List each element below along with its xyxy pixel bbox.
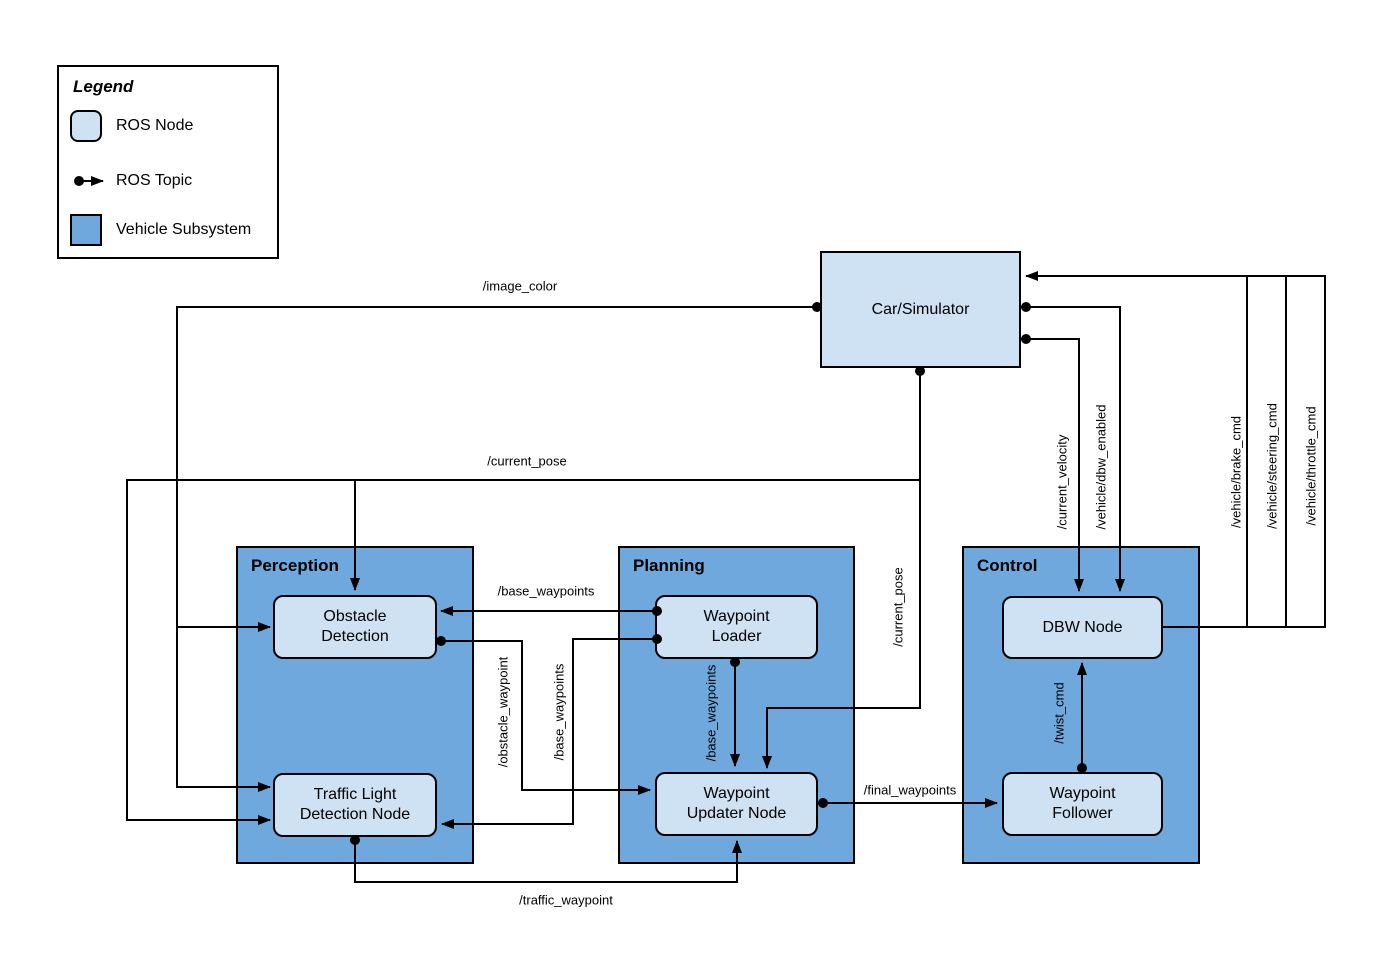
planning-header: Planning — [633, 556, 705, 575]
topic-label-current-velocity: /current_velocity — [1054, 434, 1070, 530]
topic-label-brake-cmd: /vehicle/brake_cmd — [1228, 416, 1244, 528]
legend-ros-node-label: ROS Node — [116, 117, 194, 134]
topic-label-current-pose-vertical: /current_pose — [890, 567, 906, 647]
publisher-dot — [1021, 302, 1031, 312]
topic-label-final-waypoints: /final_waypoints — [863, 782, 957, 798]
waypoint-loader-label: Waypoint Loader — [703, 608, 770, 645]
waypoint-loader-node: Waypoint Loader — [655, 595, 818, 659]
topic-label-base-waypoints-planning: /base_waypoints — [703, 664, 719, 762]
topic-label-current-pose: /current_pose — [487, 453, 567, 469]
legend-ros-topic-label: ROS Topic — [116, 172, 193, 189]
dbw-node: DBW Node — [1002, 596, 1163, 659]
traffic-light-detection-node: Traffic Light Detection Node — [273, 773, 437, 837]
car-simulator-node: Car/Simulator — [820, 251, 1021, 368]
perception-header: Perception — [251, 556, 339, 575]
waypoint-follower-node: Waypoint Follower — [1002, 772, 1163, 836]
vehicle-subsystem-swatch — [70, 214, 102, 246]
legend-title: Legend — [73, 77, 134, 96]
topic-label-obstacle-waypoint: /obstacle_waypoint — [495, 656, 511, 768]
legend-vehicle-subsystem-label: Vehicle Subsystem — [116, 221, 252, 238]
publisher-dot — [1021, 334, 1031, 344]
obstacle-detection-node: Obstacle Detection — [273, 595, 437, 659]
legend: Legend ROS Node ROS Topic Vehicle Subsys… — [57, 65, 279, 259]
topic-label-image-color: /image_color — [482, 278, 558, 294]
obstacle-detection-label: Obstacle Detection — [321, 608, 389, 645]
topic-label-traffic-waypoint: /traffic_waypoint — [519, 892, 613, 908]
dbw-node-label: DBW Node — [1042, 618, 1123, 636]
car-simulator-label: Car/Simulator — [871, 300, 970, 318]
control-header: Control — [977, 556, 1038, 575]
topic-label-base-waypoints-mid: /base_waypoints — [551, 663, 567, 761]
ros-node-swatch — [70, 110, 102, 142]
topic-label-twist-cmd: /twist_cmd — [1051, 682, 1067, 744]
traffic-light-detection-label: Traffic Light Detection Node — [299, 786, 411, 823]
waypoint-updater-label: Waypoint Updater Node — [686, 785, 787, 822]
waypoint-updater-node: Waypoint Updater Node — [655, 772, 818, 836]
topic-label-base-waypoints: /base_waypoints — [497, 583, 595, 599]
topic-label-dbw-enabled: /vehicle/dbw_enabled — [1093, 404, 1109, 530]
topic-label-throttle-cmd: /vehicle/throttle_cmd — [1303, 406, 1319, 526]
topic-label-steering-cmd: /vehicle/steering_cmd — [1264, 403, 1280, 529]
ros-topic-arrow-icon — [74, 176, 104, 186]
waypoint-follower-label: Waypoint Follower — [1049, 785, 1116, 822]
